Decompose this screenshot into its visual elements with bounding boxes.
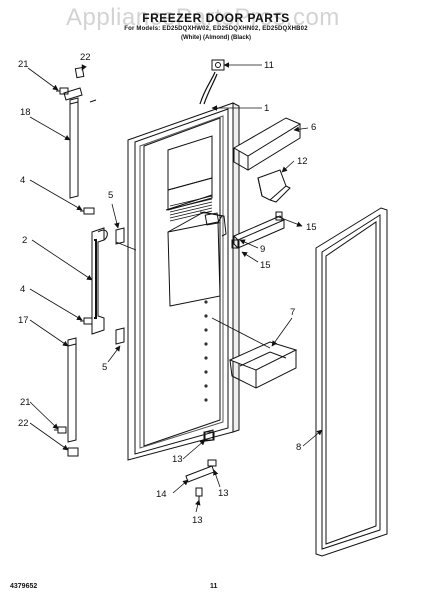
callout-22-top: 22 <box>80 52 91 63</box>
callout-21-top: 21 <box>18 59 29 70</box>
callout-7: 7 <box>290 307 295 318</box>
hinge-cover-part-top <box>74 66 97 103</box>
top-hinge-part <box>63 87 83 199</box>
screw-part <box>54 87 69 434</box>
callout-12: 13 <box>172 454 183 465</box>
callout-13-bottom: 13 <box>192 515 203 526</box>
callout-14: 14 <box>156 489 167 500</box>
door-gasket-part <box>315 207 388 557</box>
callout-13-top: 13 <box>218 488 229 499</box>
callout-8: 8 <box>296 442 301 453</box>
freezer-door-part <box>127 71 240 461</box>
callout-2: 2 <box>22 235 27 246</box>
callout-18: 18 <box>20 107 31 118</box>
door-handle-part <box>91 227 108 335</box>
document-number: 4379652 <box>10 583 38 590</box>
callout-17: 17 <box>18 315 29 326</box>
callout-11: 12 <box>297 156 308 167</box>
callout-4-top: 4 <box>20 175 25 186</box>
door-shelf-part <box>232 117 302 171</box>
model-colors: (White) (Almond) (Black) <box>181 35 251 41</box>
bottom-hinge-part <box>67 337 77 443</box>
watermark: AppliancePartsPros.com <box>66 4 340 31</box>
trim-strip-part <box>231 211 285 249</box>
callout-21-bottom: 21 <box>20 397 31 408</box>
model-numbers: For Models: ED25DQXHW02, ED25DQXHN02, ED… <box>124 26 308 32</box>
drip-tray-part <box>228 341 298 389</box>
callout-10: 11 <box>264 60 274 71</box>
wire-connector-part <box>211 59 225 71</box>
page-number: 11 <box>210 583 218 590</box>
diagram-title: FREEZER DOOR PARTS <box>142 11 290 25</box>
callout-9: 9 <box>260 244 265 255</box>
callout-22-bottom: 22 <box>18 418 29 429</box>
callout-6: 6 <box>311 122 316 133</box>
hinge-cover-part-bottom <box>67 447 79 457</box>
callout-1: 1 <box>264 103 269 114</box>
callout-5-bottom: 5 <box>102 362 107 373</box>
callout-15-bottom: 15 <box>260 260 271 271</box>
callout-5-top: 5 <box>108 190 113 201</box>
ice-chute-part <box>257 169 291 203</box>
callout-4-bottom: 4 <box>20 284 25 295</box>
callout-15-top: 15 <box>306 222 317 233</box>
handle-clip-part <box>115 227 125 345</box>
